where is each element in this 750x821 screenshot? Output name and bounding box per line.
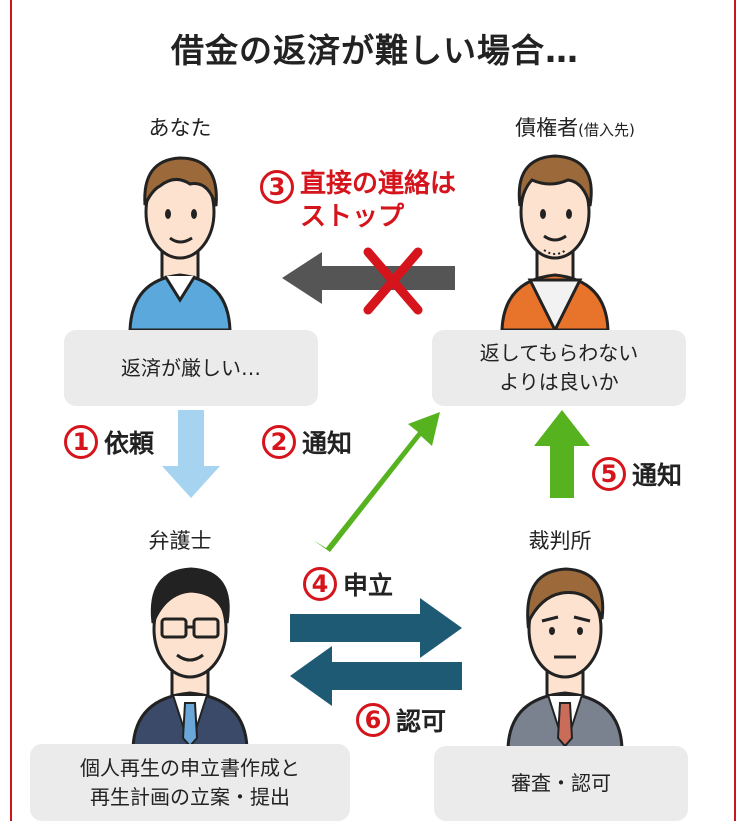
step-2-text: 通知	[302, 429, 353, 458]
step-1-number: 1	[64, 425, 98, 459]
step-1-text: 依頼	[104, 429, 155, 458]
cross-icon	[363, 247, 423, 315]
box-lawyer: 個人再生の申立書作成と 再生計画の立案・提出	[30, 744, 350, 821]
arrow-blue-down	[162, 410, 220, 498]
box-creditor: 返してもらわない よりは良いか	[432, 330, 686, 406]
box-creditor-line2: よりは良いか	[499, 370, 619, 394]
arrow-navy-right	[290, 598, 462, 658]
person-you-illustration	[128, 156, 232, 332]
step-3-text-line2: ストップ	[300, 201, 405, 232]
label-creditor: 債権者(借入先)	[470, 112, 680, 142]
step-6: 6 認可	[356, 702, 446, 738]
step-1: 1 依頼	[64, 424, 154, 460]
step-2-number: 2	[262, 425, 296, 459]
label-creditor-note: (借入先)	[578, 121, 635, 139]
step-4-text: 申立	[343, 571, 394, 600]
step-5-number: 5	[592, 457, 626, 491]
arrow-green-up	[534, 410, 590, 498]
diagram-frame	[10, 0, 736, 821]
step-4: 4 申立	[303, 566, 393, 602]
step-6-text: 認可	[396, 707, 447, 736]
step-3-number: 3	[260, 170, 294, 204]
arrow-gray-left	[282, 252, 455, 304]
label-court: 裁判所	[528, 529, 592, 553]
step-4-number: 4	[303, 567, 337, 601]
page-title: 借金の返済が難しい場合…	[171, 31, 579, 70]
step-3: 3 直接の連絡は ストップ	[260, 168, 456, 233]
arrow-green-diagonal	[313, 412, 440, 552]
arrow-navy-left	[290, 646, 462, 706]
box-lawyer-line1: 個人再生の申立書作成と	[80, 755, 300, 780]
step-3-text: 直接の連絡は ストップ	[300, 168, 456, 233]
person-creditor-illustration	[500, 154, 610, 334]
label-creditor-name: 債権者	[515, 116, 579, 140]
step-3-text-line1: 直接の連絡は	[300, 169, 457, 199]
box-court: 審査・認可	[434, 746, 688, 821]
box-you: 返済が厳しい…	[64, 330, 318, 406]
step-6-number: 6	[356, 703, 390, 737]
person-lawyer-illustration	[131, 567, 249, 752]
step-2: 2 通知	[262, 424, 352, 460]
box-creditor-line1: 返してもらわない	[479, 341, 639, 365]
step-5: 5 通知	[592, 456, 682, 492]
box-lawyer-line2: 再生計画の立案・提出	[90, 784, 290, 809]
label-you: あなた	[148, 116, 212, 140]
person-court-illustration	[506, 567, 624, 752]
label-lawyer: 弁護士	[148, 529, 212, 553]
step-5-text: 通知	[632, 461, 683, 490]
